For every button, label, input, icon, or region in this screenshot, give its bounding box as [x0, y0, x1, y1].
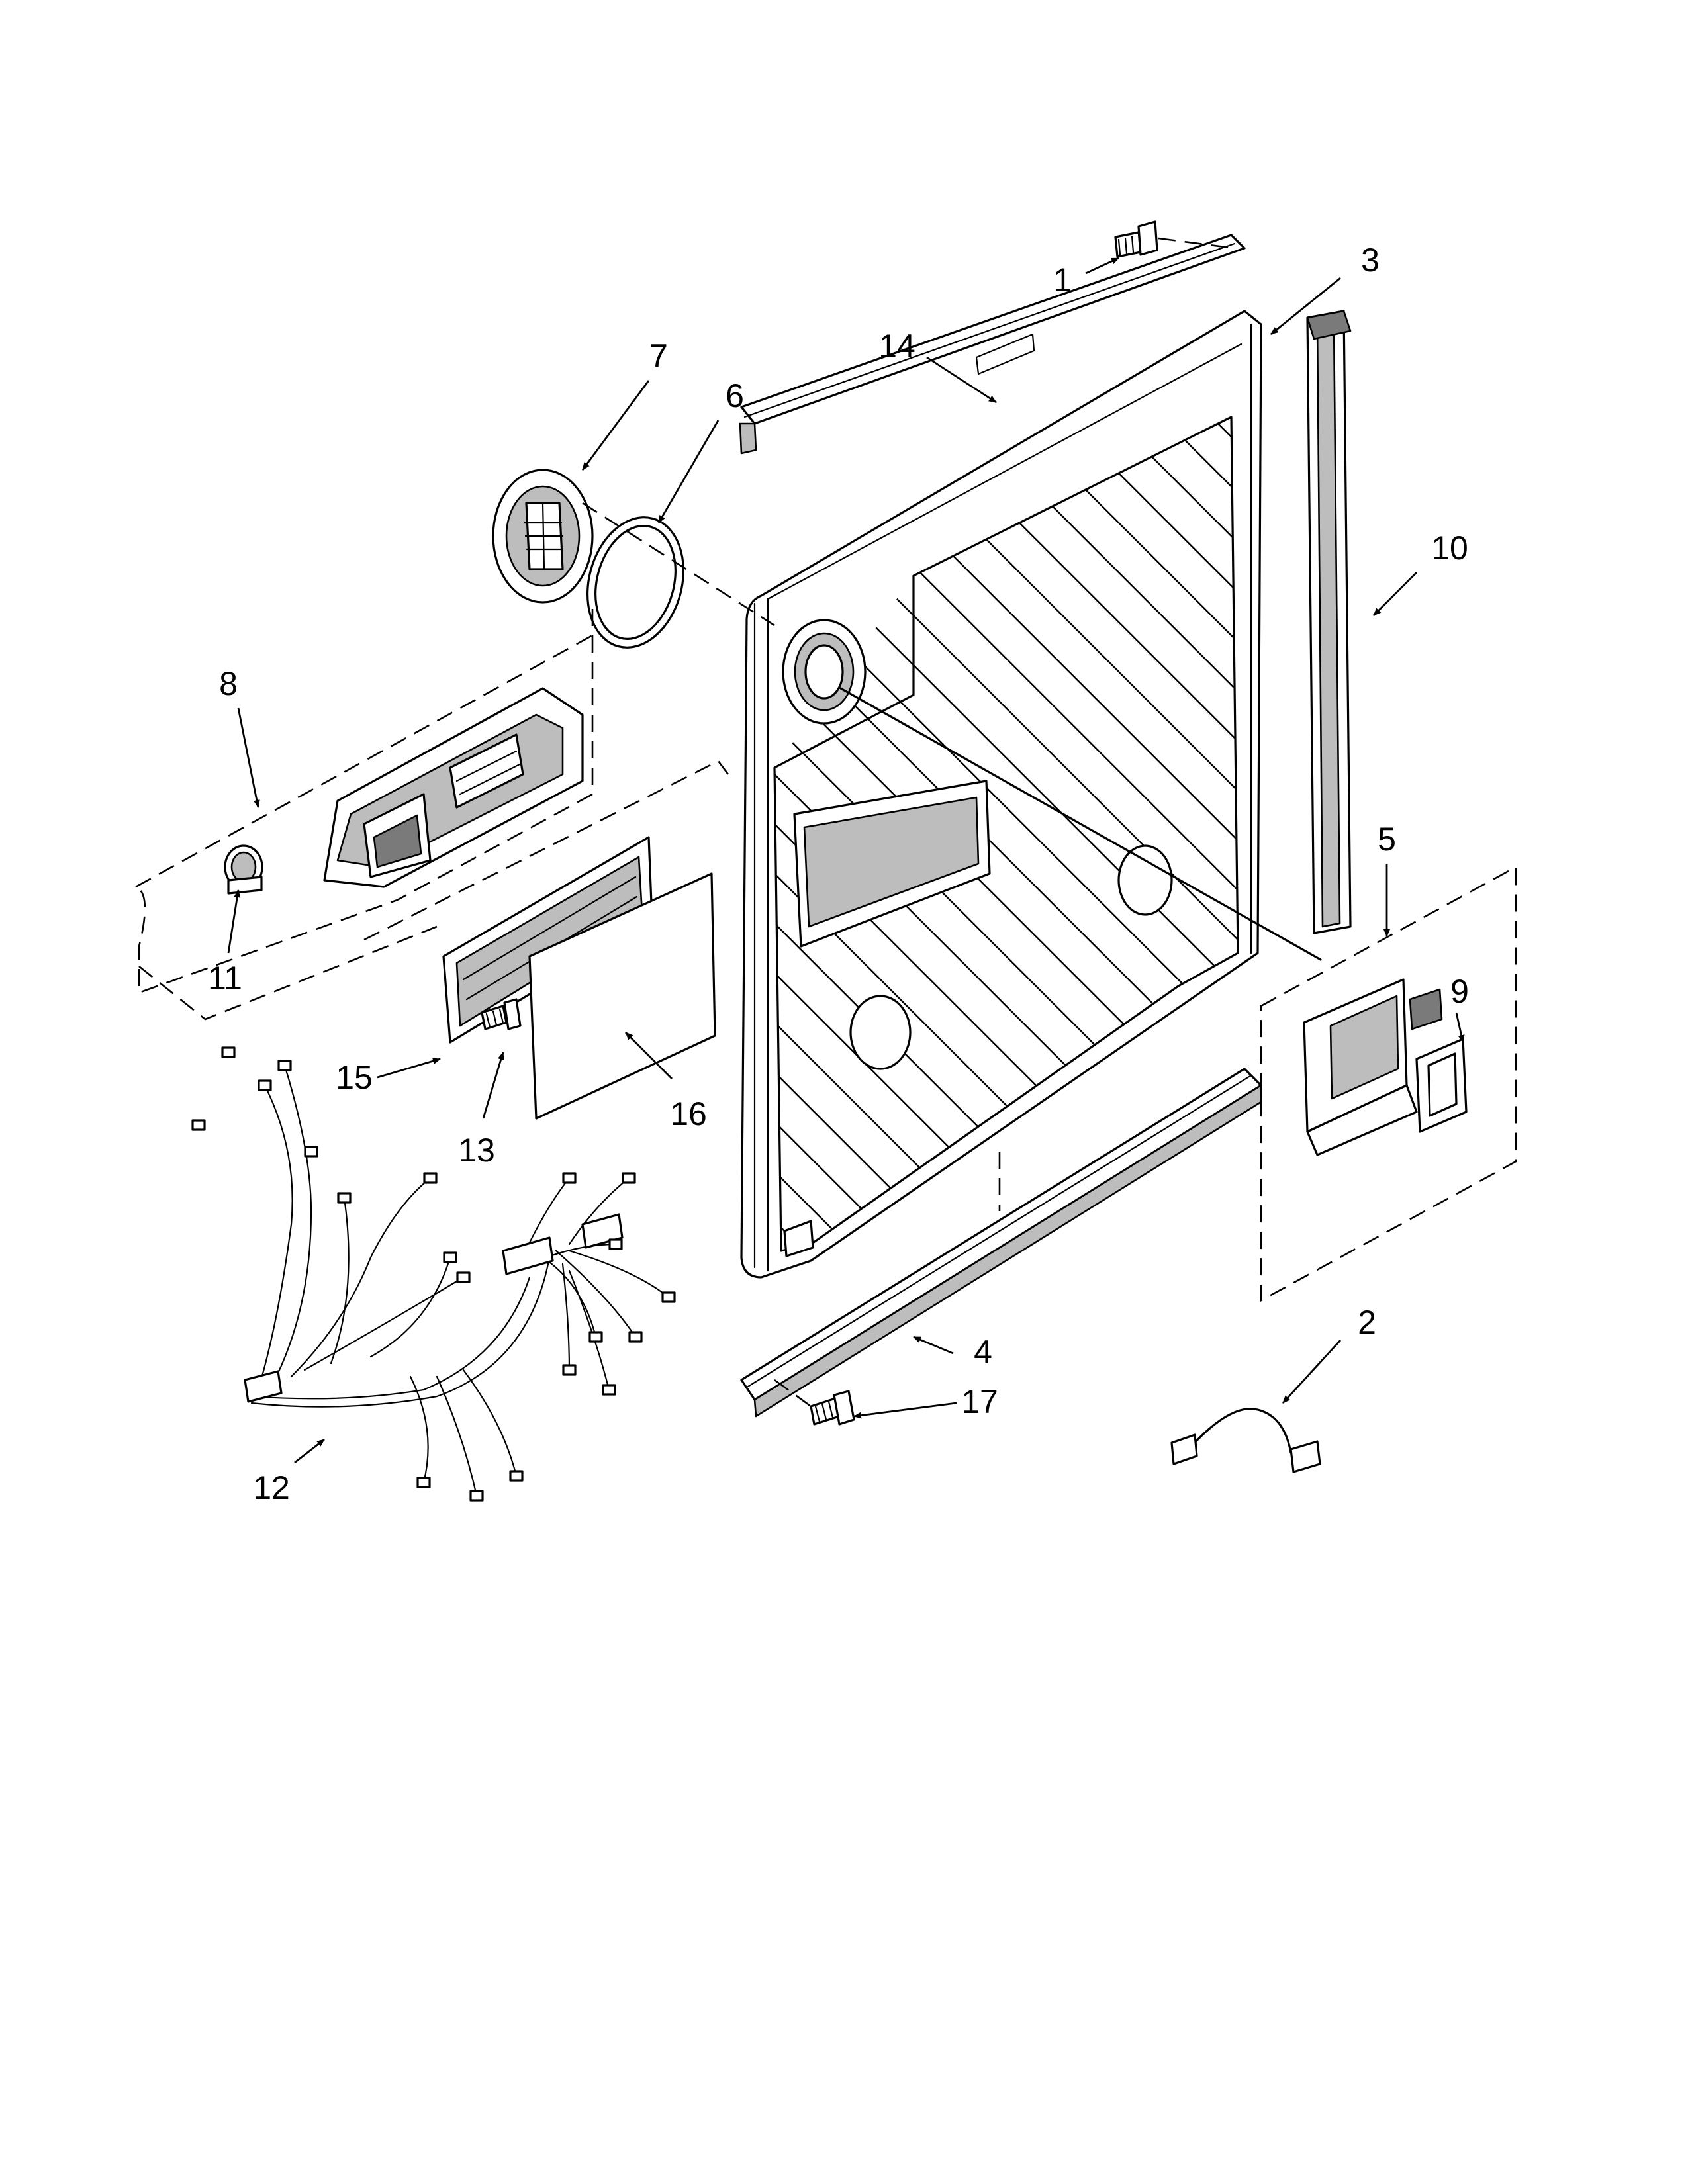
leader-8	[237, 707, 260, 808]
callout-17: 17	[961, 1383, 998, 1420]
leader-dashed-1	[1158, 237, 1235, 250]
control-board	[442, 836, 653, 1044]
callout-6: 6	[726, 377, 744, 414]
callout-7: 7	[649, 338, 668, 375]
hatch-line	[943, 417, 1238, 1251]
leader-dashed-6	[582, 502, 775, 627]
harness-connector	[337, 1192, 352, 1204]
harness-connector	[602, 1384, 616, 1396]
leader-11	[227, 889, 241, 954]
screw-top	[1114, 220, 1158, 258]
hatch-line	[774, 417, 944, 1251]
rinse-aid-cap	[224, 844, 263, 895]
leader-1	[1085, 257, 1119, 275]
leader-16	[625, 1032, 673, 1079]
hatch-line	[893, 417, 1238, 1251]
hatch-line	[843, 417, 1238, 1251]
duct-gasket	[1415, 1038, 1468, 1133]
harness-connector	[588, 1331, 603, 1343]
leader-4	[913, 1336, 954, 1355]
callout-11: 11	[208, 960, 242, 997]
vent-cover	[492, 469, 594, 604]
callout-8: 8	[219, 665, 238, 702]
callout-15: 15	[336, 1059, 373, 1096]
harness-connector	[304, 1146, 318, 1158]
hatch-line	[774, 417, 1093, 1251]
switch-dash-box	[1260, 865, 1517, 1302]
hatch-line	[1489, 397, 1688, 1291]
callout-5: 5	[1378, 821, 1396, 858]
hatch-line	[1539, 397, 1688, 1291]
vent-gasket	[586, 516, 684, 649]
harness-connector	[456, 1271, 471, 1283]
harness-connector	[416, 1477, 431, 1488]
harness-connector	[221, 1046, 236, 1058]
door-switch-wire	[1170, 1408, 1321, 1473]
hatch-line	[774, 417, 1238, 1251]
board-shield	[528, 872, 716, 1120]
wire-harness	[191, 1046, 676, 1502]
board-dash-box	[363, 760, 729, 941]
leader-2	[1282, 1340, 1342, 1404]
detergent-dispenser	[323, 687, 584, 888]
hatch-line	[1440, 397, 1688, 1291]
leader-10	[1373, 572, 1417, 616]
leader-arrows	[227, 257, 1465, 1464]
leader-14	[926, 356, 997, 404]
hatch-line	[1638, 397, 1688, 1291]
hatch-line	[992, 417, 1238, 1251]
harness-connector	[443, 1251, 457, 1263]
screw-bottom	[810, 1390, 855, 1426]
callout-12: 12	[253, 1469, 290, 1506]
harness-connector	[628, 1331, 643, 1343]
dispenser-dash-box	[135, 609, 594, 994]
board-screw	[481, 998, 522, 1030]
callout-2: 2	[1358, 1304, 1376, 1341]
callout-labels: 1 2 3 4 5 6 7 8 9 10 11 12 13 14 15 16 1…	[208, 242, 1469, 1506]
leader-12	[294, 1438, 325, 1464]
callout-14: 14	[878, 328, 915, 365]
leader-17	[853, 1402, 957, 1419]
hatch-line	[774, 417, 1238, 1251]
hatch-line	[774, 417, 994, 1251]
vent-duct-assembly	[1303, 978, 1443, 1156]
harness-connector	[661, 1291, 676, 1303]
assembly-line	[839, 687, 1322, 961]
callout-4: 4	[974, 1334, 992, 1371]
inner-door-panel	[0, 310, 1688, 1291]
bottom-door-trim	[740, 1068, 1262, 1418]
callout-3: 3	[1361, 242, 1380, 279]
hatch-line	[1042, 417, 1238, 1251]
callout-13: 13	[458, 1132, 495, 1169]
leader-15	[377, 1058, 441, 1079]
hatch-line	[0, 397, 298, 1291]
harness-connector	[191, 1119, 206, 1131]
top-door-trim	[739, 234, 1246, 455]
harness-connector	[277, 1060, 292, 1071]
callout-16: 16	[670, 1095, 707, 1132]
leader-3	[1270, 277, 1341, 336]
harness-connector	[562, 1364, 577, 1376]
leader-dashed-17	[774, 1379, 812, 1408]
hatch-line	[1589, 397, 1688, 1291]
hatch-line	[774, 417, 1043, 1251]
harness-connector	[509, 1470, 524, 1482]
callout-1: 1	[1053, 261, 1072, 298]
harness-connector	[608, 1238, 623, 1250]
side-door-trim	[1306, 310, 1352, 934]
callout-9: 9	[1450, 973, 1469, 1010]
harness-connector	[622, 1172, 636, 1184]
harness-connector	[469, 1490, 484, 1502]
harness-connector	[562, 1172, 577, 1184]
leader-6	[657, 420, 720, 523]
leader-13	[482, 1052, 504, 1119]
hatch-line	[0, 397, 348, 1291]
leader-7	[581, 380, 650, 471]
harness-connector	[258, 1079, 272, 1091]
harness-connector	[423, 1172, 438, 1184]
callout-10: 10	[1431, 529, 1468, 567]
leader-9	[1455, 1012, 1465, 1043]
